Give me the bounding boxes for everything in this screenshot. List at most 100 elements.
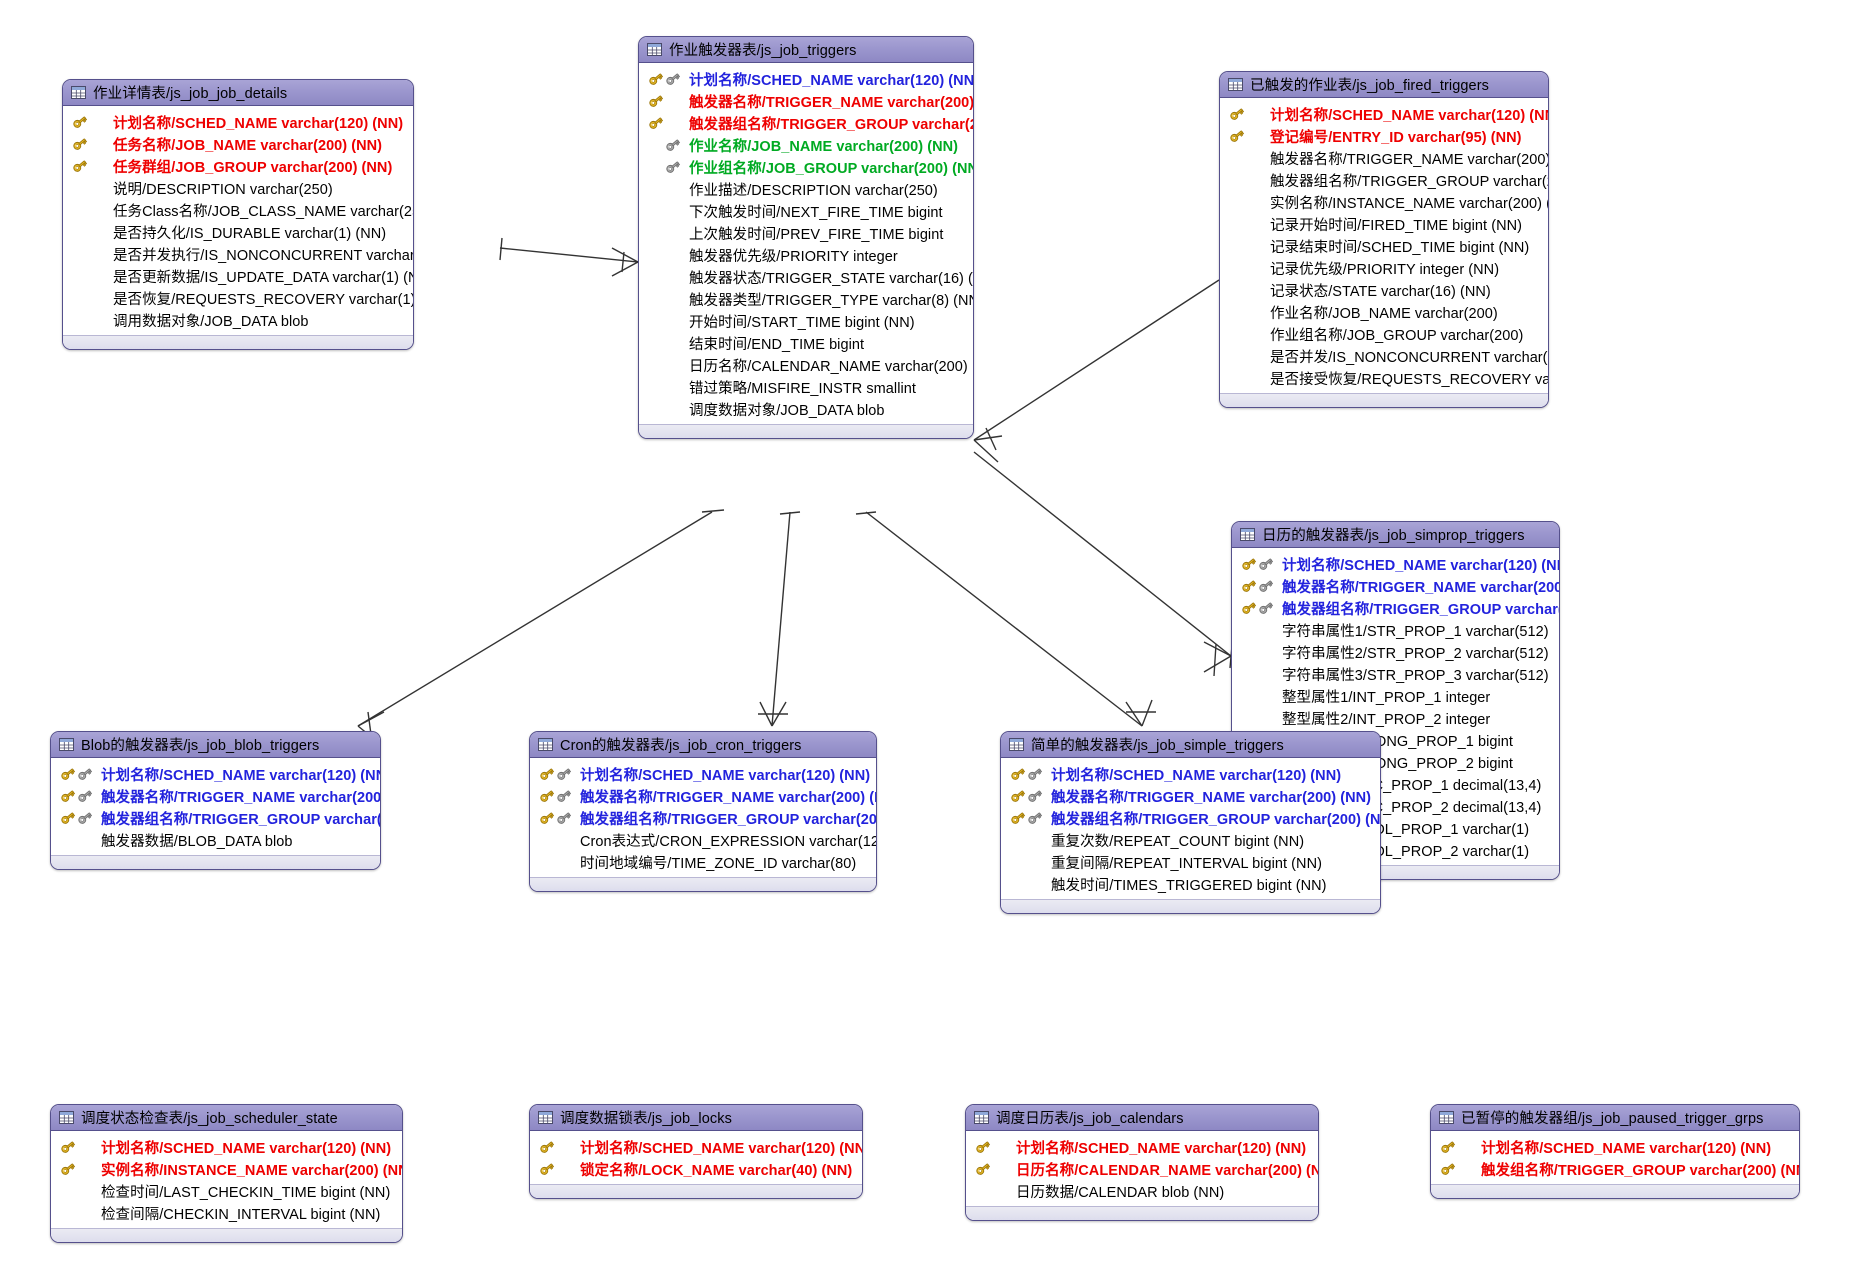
field-row[interactable]: 是否接受恢复/REQUESTS_RECOVERY varchar(1): [1220, 367, 1548, 389]
field-row[interactable]: 触发器类型/TRIGGER_TYPE varchar(8) (NN): [639, 288, 973, 310]
field-row[interactable]: Cron表达式/CRON_EXPRESSION varchar(120) (NN…: [530, 829, 876, 851]
field-row[interactable]: 开始时间/START_TIME bigint (NN): [639, 310, 973, 332]
field-row[interactable]: 实例名称/INSTANCE_NAME varchar(200) (NN): [51, 1158, 402, 1180]
entity-simprop_triggers[interactable]: 日历的触发器表/js_job_simprop_triggers 计划名称/SCHE…: [1231, 521, 1560, 880]
entity-scheduler_state[interactable]: 调度状态检查表/js_job_scheduler_state 计划名称/SCHED…: [50, 1104, 403, 1243]
field-row[interactable]: 字符串属性3/STR_PROP_3 varchar(512): [1232, 663, 1559, 685]
gold-key-icon: [73, 138, 88, 150]
field-row[interactable]: 任务群组/JOB_GROUP varchar(200) (NN): [63, 155, 413, 177]
field-row[interactable]: 计划名称/SCHED_NAME varchar(120) (NN): [1431, 1136, 1799, 1158]
field-row[interactable]: 作业名称/JOB_NAME varchar(200) (NN): [639, 134, 973, 156]
field-row[interactable]: 触发器名称/TRIGGER_NAME varchar(200) (NN): [530, 785, 876, 807]
field-row[interactable]: 是否恢复/REQUESTS_RECOVERY varchar(1) (NN): [63, 287, 413, 309]
field-row[interactable]: 检查间隔/CHECKIN_INTERVAL bigint (NN): [51, 1202, 402, 1224]
field-row[interactable]: 实例名称/INSTANCE_NAME varchar(200) (NN): [1220, 191, 1548, 213]
entity-cron_triggers[interactable]: Cron的触发器表/js_job_cron_triggers 计划名称/SCHED…: [529, 731, 877, 892]
field-row[interactable]: 记录状态/STATE varchar(16) (NN): [1220, 279, 1548, 301]
entity-header-job_details[interactable]: 作业详情表/js_job_job_details: [63, 80, 413, 106]
field-row[interactable]: 是否并发执行/IS_NONCONCURRENT varchar(1) (NN): [63, 243, 413, 265]
entity-job_details[interactable]: 作业详情表/js_job_job_details 计划名称/SCHED_NAME …: [62, 79, 414, 350]
field-row[interactable]: 作业名称/JOB_NAME varchar(200): [1220, 301, 1548, 323]
entity-header-job_triggers[interactable]: 作业触发器表/js_job_triggers: [639, 37, 973, 63]
field-row[interactable]: 触发器组名称/TRIGGER_GROUP varchar(200) (NN): [1232, 597, 1559, 619]
field-row[interactable]: 锁定名称/LOCK_NAME varchar(40) (NN): [530, 1158, 862, 1180]
field-row[interactable]: 字符串属性2/STR_PROP_2 varchar(512): [1232, 641, 1559, 663]
field-row[interactable]: 下次触发时间/NEXT_FIRE_TIME bigint: [639, 200, 973, 222]
field-row[interactable]: 触发时间/TIMES_TRIGGERED bigint (NN): [1001, 873, 1380, 895]
field-row[interactable]: 触发器组名称/TRIGGER_GROUP varchar(200) (NN): [51, 807, 380, 829]
field-row[interactable]: 是否持久化/IS_DURABLE varchar(1) (NN): [63, 221, 413, 243]
field-row[interactable]: 日历名称/CALENDAR_NAME varchar(200) (NN): [966, 1158, 1318, 1180]
field-row[interactable]: 计划名称/SCHED_NAME varchar(120) (NN): [51, 1136, 402, 1158]
field-row[interactable]: 触发器状态/TRIGGER_STATE varchar(16) (NN): [639, 266, 973, 288]
field-row[interactable]: 触发器名称/TRIGGER_NAME varchar(200) (NN): [639, 90, 973, 112]
field-row[interactable]: 上次触发时间/PREV_FIRE_TIME bigint: [639, 222, 973, 244]
field-row[interactable]: 说明/DESCRIPTION varchar(250): [63, 177, 413, 199]
field-row[interactable]: 计划名称/SCHED_NAME varchar(120) (NN): [1232, 553, 1559, 575]
field-row[interactable]: 整型属性1/INT_PROP_1 integer: [1232, 685, 1559, 707]
entity-header-paused_trigger_grps[interactable]: 已暂停的触发器组/js_job_paused_trigger_grps: [1431, 1105, 1799, 1131]
entity-header-simple_triggers[interactable]: 简单的触发器表/js_job_simple_triggers: [1001, 732, 1380, 758]
field-row[interactable]: 计划名称/SCHED_NAME varchar(120) (NN): [966, 1136, 1318, 1158]
entity-simple_triggers[interactable]: 简单的触发器表/js_job_simple_triggers 计划名称/SCHED…: [1000, 731, 1381, 914]
field-row[interactable]: 触发器组名称/TRIGGER_GROUP varchar(200) (NN): [530, 807, 876, 829]
field-row[interactable]: 字符串属性1/STR_PROP_1 varchar(512): [1232, 619, 1559, 641]
field-row[interactable]: 任务名称/JOB_NAME varchar(200) (NN): [63, 133, 413, 155]
field-row[interactable]: 作业组名称/JOB_GROUP varchar(200): [1220, 323, 1548, 345]
entity-header-simprop_triggers[interactable]: 日历的触发器表/js_job_simprop_triggers: [1232, 522, 1559, 548]
gold-key-icon: [1242, 602, 1257, 614]
field-row[interactable]: 登记编号/ENTRY_ID varchar(95) (NN): [1220, 125, 1548, 147]
field-row[interactable]: 触发组名称/TRIGGER_GROUP varchar(200) (NN): [1431, 1158, 1799, 1180]
field-row[interactable]: 触发器组名称/TRIGGER_GROUP varchar(200) (NN): [1220, 169, 1548, 191]
entity-fields-job_triggers: 计划名称/SCHED_NAME varchar(120) (NN)触发器名称/T…: [639, 63, 973, 424]
field-row[interactable]: 触发器名称/TRIGGER_NAME varchar(200) (NN): [51, 785, 380, 807]
field-row[interactable]: 时间地域编号/TIME_ZONE_ID varchar(80): [530, 851, 876, 873]
field-row[interactable]: 计划名称/SCHED_NAME varchar(120) (NN): [63, 111, 413, 133]
field-row[interactable]: 触发器名称/TRIGGER_NAME varchar(200) (NN): [1220, 147, 1548, 169]
field-row[interactable]: 计划名称/SCHED_NAME varchar(120) (NN): [1220, 103, 1548, 125]
field-row[interactable]: 触发器名称/TRIGGER_NAME varchar(200) (NN): [1001, 785, 1380, 807]
field-row[interactable]: 触发器名称/TRIGGER_NAME varchar(200) (NN): [1232, 575, 1559, 597]
field-row[interactable]: 日历数据/CALENDAR blob (NN): [966, 1180, 1318, 1202]
field-row[interactable]: 重复间隔/REPEAT_INTERVAL bigint (NN): [1001, 851, 1380, 873]
entity-header-calendars[interactable]: 调度日历表/js_job_calendars: [966, 1105, 1318, 1131]
field-row[interactable]: 结束时间/END_TIME bigint: [639, 332, 973, 354]
field-row[interactable]: 作业描述/DESCRIPTION varchar(250): [639, 178, 973, 200]
entity-calendars[interactable]: 调度日历表/js_job_calendars 计划名称/SCHED_NAME va…: [965, 1104, 1319, 1221]
entity-paused_trigger_grps[interactable]: 已暂停的触发器组/js_job_paused_trigger_grps 计划名称/…: [1430, 1104, 1800, 1199]
entity-header-scheduler_state[interactable]: 调度状态检查表/js_job_scheduler_state: [51, 1105, 402, 1131]
field-row[interactable]: 记录结束时间/SCHED_TIME bigint (NN): [1220, 235, 1548, 257]
entity-footer-fired_triggers: [1220, 393, 1548, 407]
entity-header-blob_triggers[interactable]: Blob的触发器表/js_job_blob_triggers: [51, 732, 380, 758]
entity-locks[interactable]: 调度数据锁表/js_job_locks 计划名称/SCHED_NAME varch…: [529, 1104, 863, 1199]
field-row[interactable]: 记录优先级/PRIORITY integer (NN): [1220, 257, 1548, 279]
entity-blob_triggers[interactable]: Blob的触发器表/js_job_blob_triggers 计划名称/SCHED…: [50, 731, 381, 870]
field-row[interactable]: 重复次数/REPEAT_COUNT bigint (NN): [1001, 829, 1380, 851]
entity-header-locks[interactable]: 调度数据锁表/js_job_locks: [530, 1105, 862, 1131]
entity-header-cron_triggers[interactable]: Cron的触发器表/js_job_cron_triggers: [530, 732, 876, 758]
field-row[interactable]: 计划名称/SCHED_NAME varchar(120) (NN): [530, 763, 876, 785]
field-row[interactable]: 调用数据对象/JOB_DATA blob: [63, 309, 413, 331]
field-row[interactable]: 计划名称/SCHED_NAME varchar(120) (NN): [51, 763, 380, 785]
entity-fired_triggers[interactable]: 已触发的作业表/js_job_fired_triggers 计划名称/SCHED_…: [1219, 71, 1549, 408]
field-row[interactable]: 触发器数据/BLOB_DATA blob: [51, 829, 380, 851]
field-row[interactable]: 日历名称/CALENDAR_NAME varchar(200): [639, 354, 973, 376]
field-row[interactable]: 作业组名称/JOB_GROUP varchar(200) (NN): [639, 156, 973, 178]
field-row[interactable]: 触发器组名称/TRIGGER_GROUP varchar(200) (NN): [1001, 807, 1380, 829]
entity-header-fired_triggers[interactable]: 已触发的作业表/js_job_fired_triggers: [1220, 72, 1548, 98]
field-row[interactable]: 触发器优先级/PRIORITY integer: [639, 244, 973, 266]
field-row[interactable]: 任务Class名称/JOB_CLASS_NAME varchar(250) (N…: [63, 199, 413, 221]
field-row[interactable]: 计划名称/SCHED_NAME varchar(120) (NN): [530, 1136, 862, 1158]
silver-key-icon: [557, 812, 572, 824]
field-row[interactable]: 是否并发/IS_NONCONCURRENT varchar(1): [1220, 345, 1548, 367]
field-row[interactable]: 错过策略/MISFIRE_INSTR smallint: [639, 376, 973, 398]
field-row[interactable]: 记录开始时间/FIRED_TIME bigint (NN): [1220, 213, 1548, 235]
field-row[interactable]: 触发器组名称/TRIGGER_GROUP varchar(200) (NN): [639, 112, 973, 134]
field-row[interactable]: 是否更新数据/IS_UPDATE_DATA varchar(1) (NN): [63, 265, 413, 287]
field-row[interactable]: 整型属性2/INT_PROP_2 integer: [1232, 707, 1559, 729]
field-row[interactable]: 检查时间/LAST_CHECKIN_TIME bigint (NN): [51, 1180, 402, 1202]
field-row[interactable]: 调度数据对象/JOB_DATA blob: [639, 398, 973, 420]
field-row[interactable]: 计划名称/SCHED_NAME varchar(120) (NN): [1001, 763, 1380, 785]
field-row[interactable]: 计划名称/SCHED_NAME varchar(120) (NN): [639, 68, 973, 90]
